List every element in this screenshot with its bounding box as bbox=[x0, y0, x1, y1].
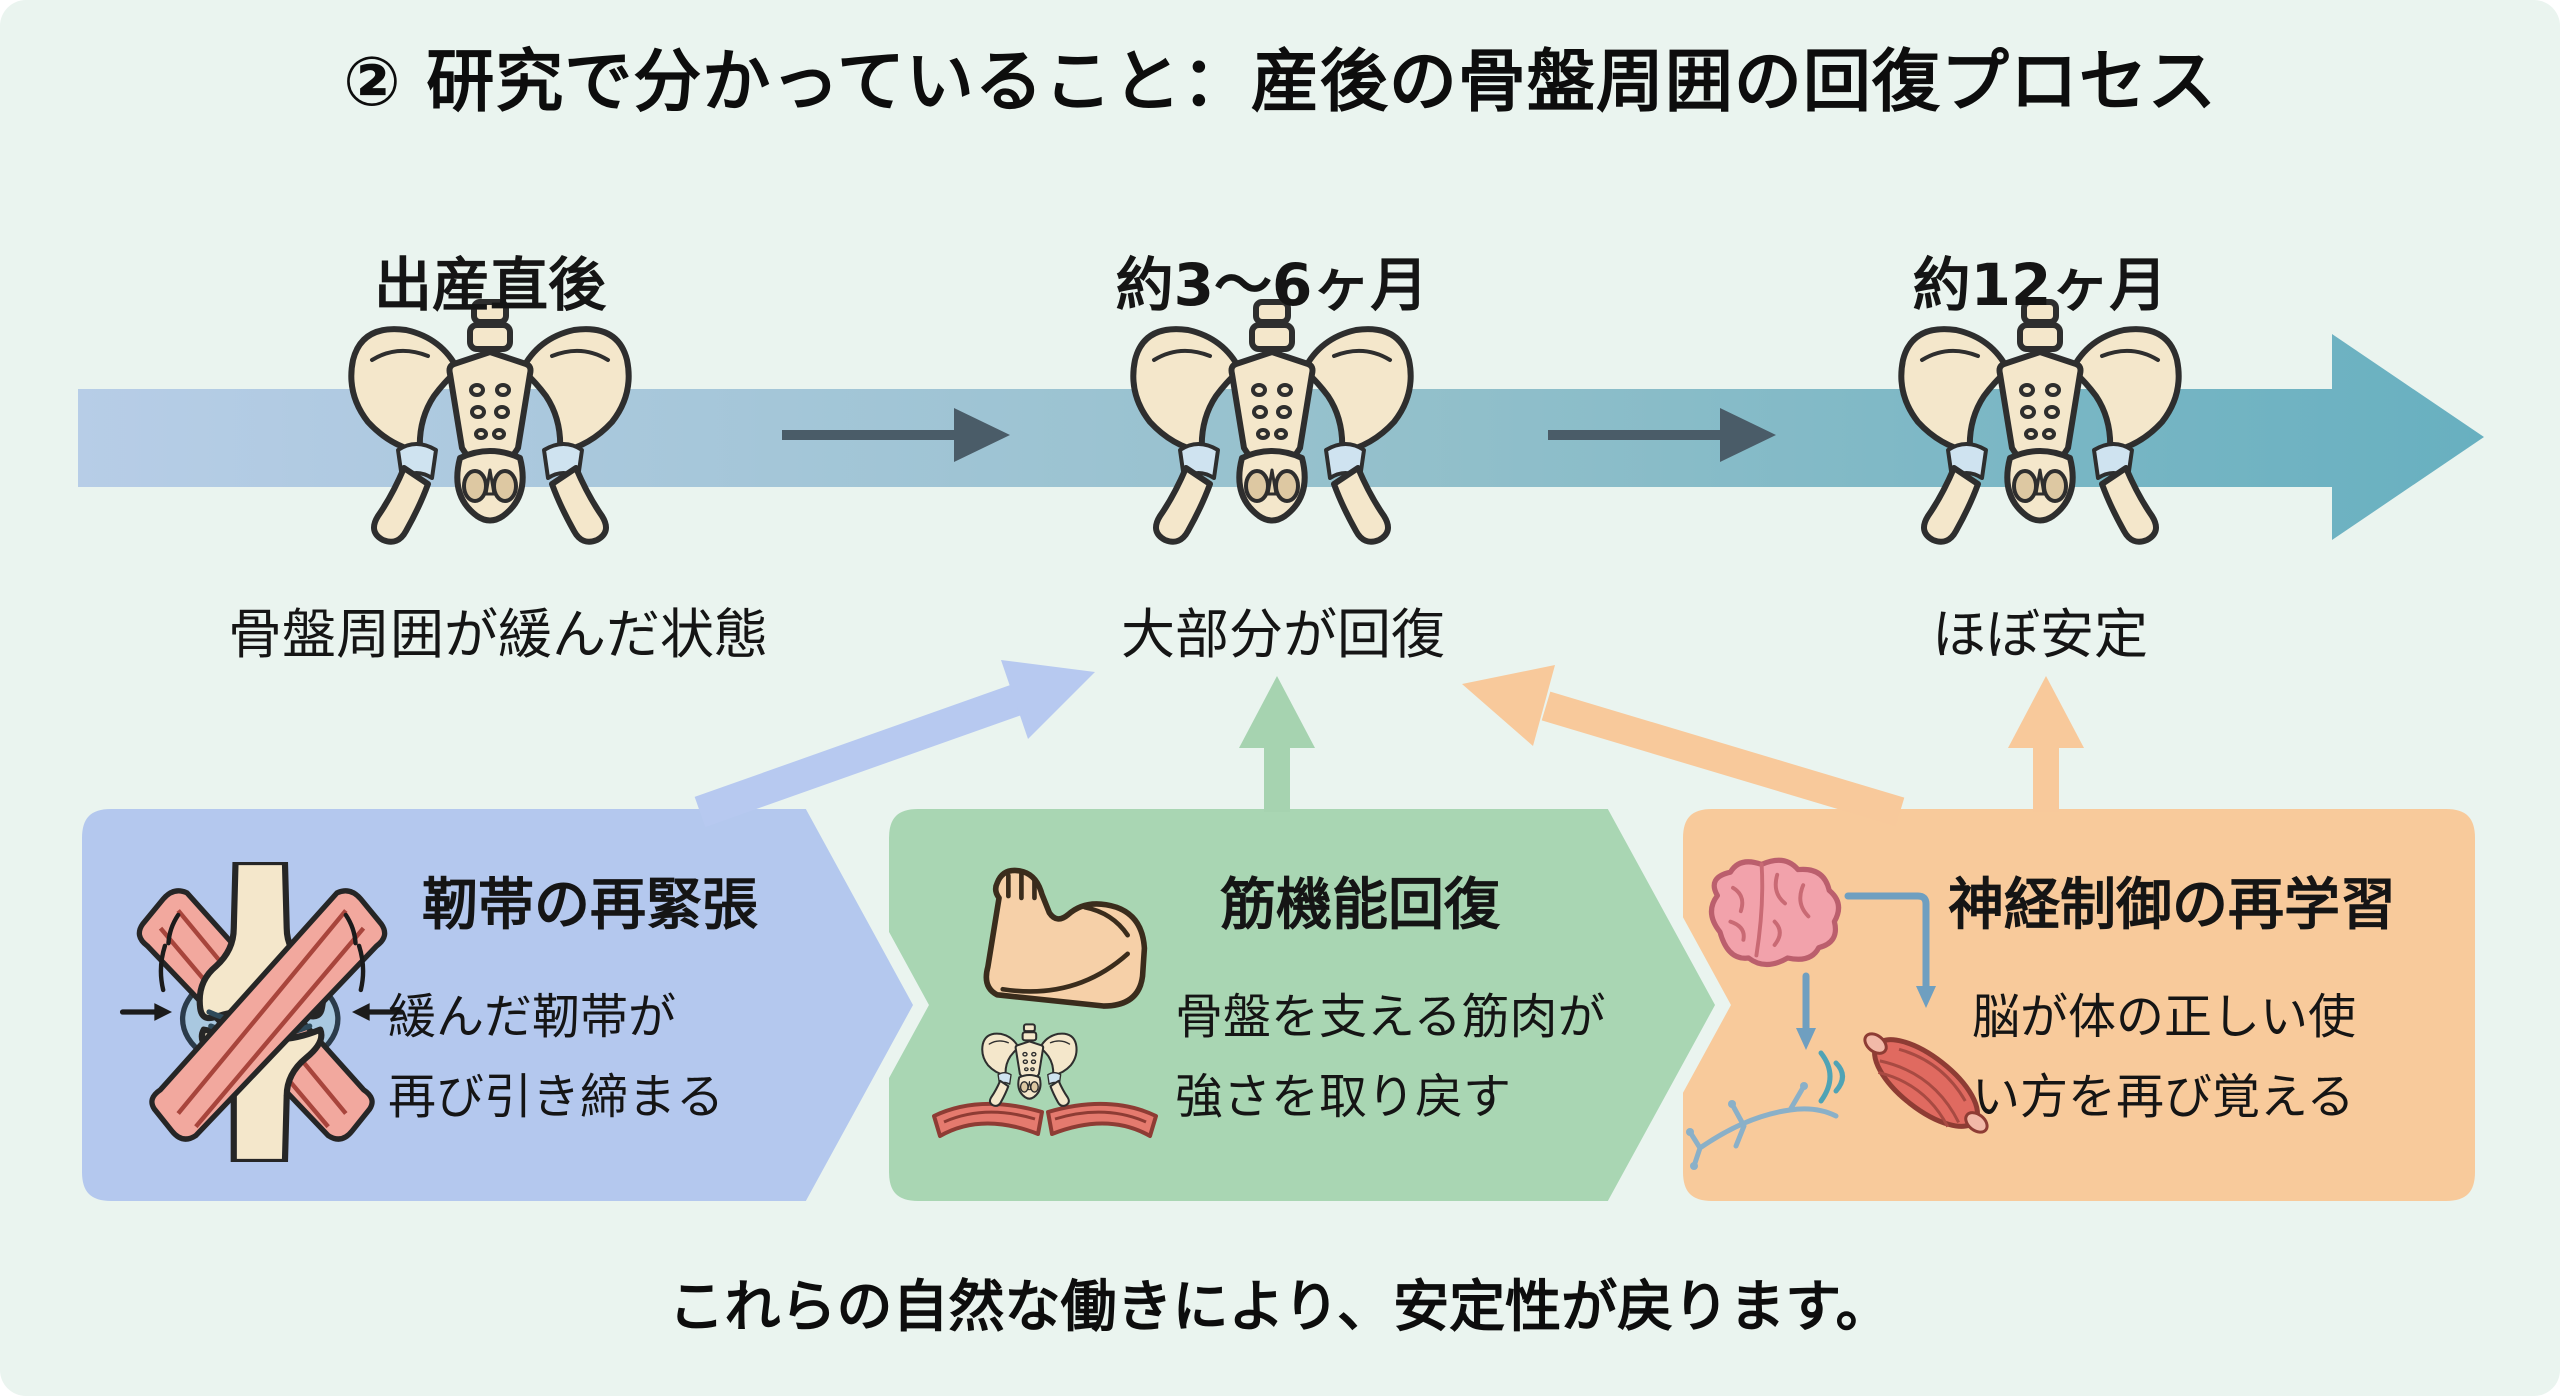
up-arrow-muscle-icon bbox=[1239, 676, 1315, 812]
nerve-icon bbox=[1686, 1082, 1839, 1170]
brain-muscle-nerve-icon bbox=[1686, 857, 1989, 1170]
muscle-arm-icon bbox=[983, 867, 1148, 1009]
pelvis-illustration bbox=[340, 298, 640, 578]
stage-label: 出産直後 bbox=[373, 251, 606, 319]
up-arrow-ligament-icon bbox=[694, 660, 1095, 828]
page-title: ② 研究で分かっていること：産後の骨盤周囲の回復プロセス bbox=[343, 43, 2217, 122]
joint-ligament-icon bbox=[119, 862, 405, 1162]
stage-label: 約3〜6ヶ月 bbox=[1115, 251, 1429, 319]
mechanism-description: 骨盤を支える筋肉が 強さを取り戻す bbox=[1175, 978, 1606, 1137]
up-arrow-neural-left-icon bbox=[1462, 665, 1905, 827]
brain-to-muscle-arrow-icon bbox=[1796, 892, 1936, 1050]
mechanism-title: 靭帯の再緊張 bbox=[422, 873, 758, 938]
pelvis-illustration bbox=[1890, 298, 2190, 578]
brain-icon bbox=[1708, 857, 1842, 968]
mechanism-description-line: 緩んだ靭帯が bbox=[388, 989, 677, 1045]
step-arrow-icon bbox=[1548, 408, 1776, 462]
mechanism-description-line: 脳が体の正しい使 bbox=[1972, 989, 2357, 1045]
footer-note: これらの自然な働きにより、安定性が戻ります。 bbox=[668, 1275, 1892, 1340]
stage-caption: ほぼ安定 bbox=[1932, 603, 2148, 666]
mechanism-description: 緩んだ靭帯が 再び引き締まる bbox=[388, 978, 724, 1137]
stage-caption: 骨盤周囲が緩んだ状態 bbox=[228, 603, 768, 666]
mechanism-description: 脳が体の正しい使 い方を再び覚える bbox=[1972, 978, 2356, 1137]
stage-caption: 大部分が回復 bbox=[1121, 603, 1445, 666]
mechanism-title: 神経制御の再学習 bbox=[1948, 873, 2396, 938]
pelvis-muscle-icon bbox=[932, 1020, 1158, 1138]
mechanism-description-line: 再び引き締まる bbox=[388, 1068, 725, 1125]
muscle-fiber-icon bbox=[1863, 1032, 1989, 1134]
mechanism-description-line: 骨盤を支える筋肉が bbox=[1175, 989, 1606, 1045]
stage-label: 約12ヶ月 bbox=[1912, 251, 2168, 319]
mechanism-box-neural bbox=[1669, 795, 2489, 1215]
signal-waves-icon bbox=[1818, 1050, 1845, 1104]
mechanism-title: 筋機能回復 bbox=[1220, 873, 1500, 938]
pelvis-illustration bbox=[1122, 298, 1422, 578]
step-arrow-icon bbox=[782, 408, 1010, 462]
up-arrow-neural-right-icon bbox=[2008, 676, 2084, 812]
mechanism-description-line: 強さを取り戻す bbox=[1175, 1068, 1512, 1125]
mechanism-description-line: い方を再び覚える bbox=[1972, 1068, 2355, 1125]
